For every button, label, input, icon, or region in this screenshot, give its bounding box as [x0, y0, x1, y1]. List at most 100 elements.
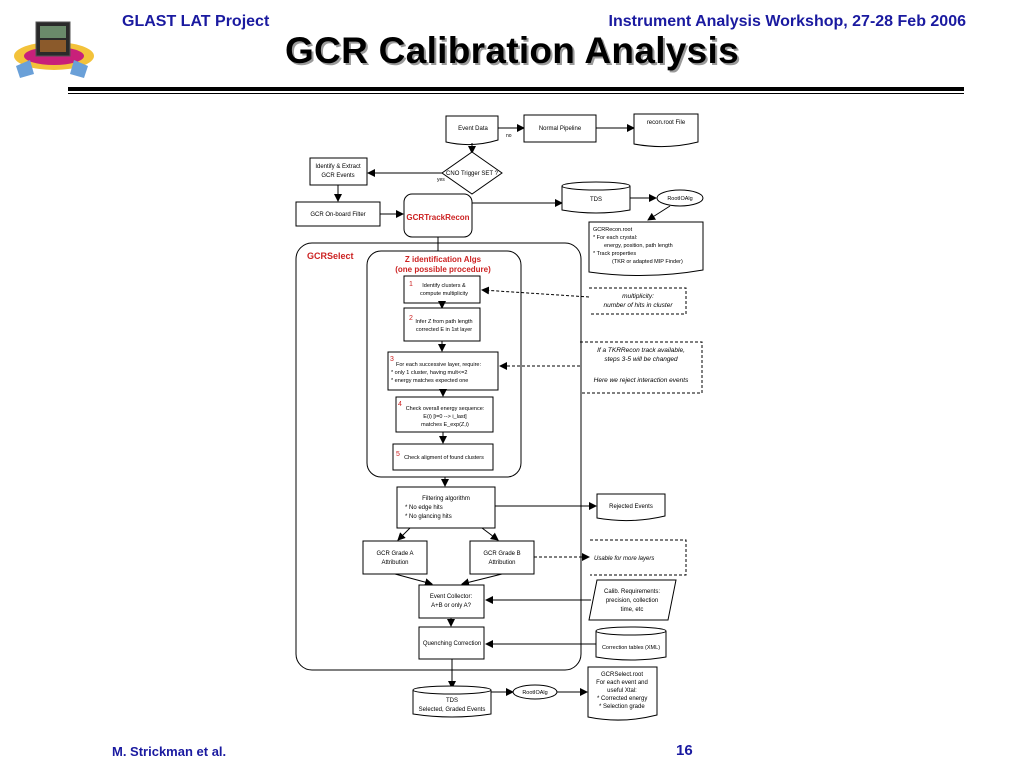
step5-number: 5: [396, 451, 400, 458]
onboard-filter-label: GCR On-board Filter: [310, 212, 365, 218]
step4-number: 4: [398, 401, 402, 408]
filtering-line1: Filtering algorithm: [422, 496, 470, 502]
step3-number: 3: [390, 356, 394, 363]
quenching-box: [418, 626, 485, 660]
step1-number: 1: [409, 281, 413, 288]
correction-tables-cylinder: [595, 631, 667, 661]
step3-box: [387, 351, 499, 391]
rootioalg-top-ellipse: [656, 189, 704, 207]
rejected-events-label: Rejected Events: [609, 504, 653, 510]
gcrselect-note-4: * Corrected energy: [597, 696, 647, 702]
grade-a-line2: Attribution: [381, 560, 408, 566]
collector-line2: A+B or only A?: [431, 603, 472, 609]
collector-line1: Event Collector:: [430, 594, 473, 600]
no-label: no: [506, 133, 512, 139]
step4-line3: matches E_exp(Z,i): [421, 422, 469, 428]
filtering-box: [396, 486, 496, 529]
tds-bottom-line1: TDS: [446, 698, 458, 704]
event-collector-box: [418, 584, 485, 619]
rootioalg-top-label: RootIOAlg: [667, 196, 692, 202]
footer-author: M. Strickman et al.: [112, 744, 227, 759]
quenching-label: Quenching Correction: [423, 641, 481, 647]
step2-line1: Infer Z from path length: [415, 319, 472, 325]
cno-trigger-diamond: [441, 151, 503, 195]
gcrrecon-note-3: energy, position, path length: [604, 243, 673, 249]
step5-box: [392, 443, 494, 471]
grade-b-box: [469, 540, 535, 575]
gcrselect-root-doc: [587, 666, 658, 721]
tds-top-label: TDS: [590, 197, 602, 203]
calib-req-3: time, etc: [621, 607, 644, 613]
recon-root-label: recon.root File: [647, 120, 686, 126]
yes-label: yes: [437, 177, 445, 183]
gcrrecon-note-2: * For each crystal:: [593, 235, 638, 241]
gcrtrackrecon-label: GCRTrackRecon: [406, 213, 469, 222]
filtering-line2: * No edge hits: [405, 505, 443, 511]
step3-line3: * energy matches expected one: [391, 378, 468, 384]
gcrrecon-root-doc: [588, 221, 704, 277]
grade-b-line1: GCR Grade B: [483, 551, 520, 557]
title-rule-thin: [68, 93, 964, 94]
gcrselect-note-1: GCRSelect.root: [601, 672, 643, 678]
tds-bottom-cylinder: [412, 690, 492, 718]
identify-extract-2: GCR Events: [321, 173, 354, 179]
event-data-doc: [445, 115, 499, 146]
normal-pipeline-box: [523, 114, 597, 143]
correction-tables-label: Correction tables (XML): [602, 645, 660, 651]
calib-req-1: Calib. Requirements:: [604, 589, 660, 595]
rejected-events-doc: [596, 493, 666, 522]
gcrrecon-note-1: GCRRecon.root: [593, 227, 633, 233]
calib-req-2: precision, collection: [606, 598, 658, 604]
tds-top-cylinder: [561, 186, 631, 214]
identify-extract-box: [309, 157, 368, 186]
grade-b-line2: Attribution: [488, 560, 515, 566]
normal-pipeline-label: Normal Pipeline: [539, 126, 582, 132]
z-alg-title-2: (one possible procedure): [395, 265, 491, 274]
onboard-filter-box: [295, 201, 381, 227]
tkr-note-box: [580, 341, 703, 394]
multiplicity-note-box: [589, 287, 687, 315]
step2-number: 2: [409, 315, 413, 322]
step5-line1: Check aligment of found clusters: [404, 455, 484, 461]
glast-logo-icon: [14, 21, 94, 78]
grade-a-line1: GCR Grade A: [376, 551, 413, 557]
gcrselect-note-2: For each event and: [596, 680, 648, 686]
identify-extract-1: Identify & Extract: [315, 164, 361, 170]
calib-req-box: [588, 579, 677, 621]
tkr-note-1: If a TKRRecon track available,: [597, 347, 685, 354]
title-rule: [68, 87, 964, 91]
step4-line2: E(i) [i=0 --> i_last]: [423, 414, 467, 420]
step1-line1: Identify clusters &: [422, 283, 466, 289]
step1-box: [403, 275, 481, 304]
recon-root-doc: [633, 113, 699, 148]
step3-line2: * only 1 cluster, having mult<=2: [391, 370, 467, 376]
tkr-note-2: steps 3-5 will be changed: [604, 356, 678, 363]
gcrselect-label: GCRSelect: [307, 251, 354, 261]
step3-line1: For each successive layer, require:: [396, 362, 481, 368]
step1-line2: compute multiplicity: [420, 291, 468, 297]
tds-bottom-line2: Selected, Graded Events: [419, 707, 486, 713]
cno-trigger-label: CNO Trigger SET ?: [446, 171, 499, 177]
gcrrecon-note-5: (TKR or adapted MIP Finder): [612, 259, 683, 265]
project-name: GLAST LAT Project: [122, 13, 270, 30]
event-data-label: Event Data: [458, 126, 488, 132]
step4-line1: Check overall energy sequence:: [406, 406, 485, 412]
step2-box: [403, 307, 481, 342]
usable-note-box: [590, 539, 687, 576]
grade-a-box: [362, 540, 428, 575]
rootioalg-bottom-label: RootIOAlg: [522, 690, 547, 696]
workshop-name: Instrument Analysis Workshop, 27-28 Feb …: [608, 13, 966, 30]
tkr-note-3: Here we reject interaction events: [594, 377, 689, 384]
multiplicity-note-1: multiplicity:: [622, 293, 654, 300]
gcrselect-note-3: useful Xtal:: [607, 688, 637, 694]
usable-note-label: Usable for more layers: [594, 556, 654, 562]
step4-box: [395, 396, 494, 433]
z-alg-title-1: Z identification Algs: [405, 255, 482, 264]
gcrselect-note-5: * Selection grade: [599, 704, 645, 710]
page-title: GCR Calibration Analysis: [284, 30, 740, 71]
step2-line2: corrected E in 1st layer: [416, 327, 472, 333]
filtering-line3: * No glancing hits: [405, 514, 452, 520]
multiplicity-note-2: number of hits in cluster: [603, 302, 673, 309]
gcrrecon-note-4: * Track properties: [593, 251, 636, 257]
